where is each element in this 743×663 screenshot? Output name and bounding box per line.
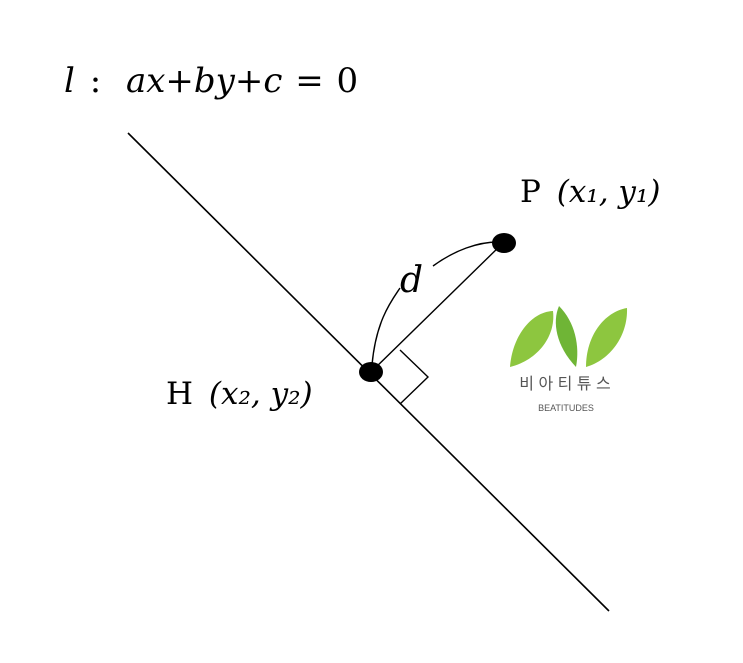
logo-korean-text: 비 아 티 튜 스	[519, 375, 610, 393]
point-h-coords: (x₂, y₂)	[209, 376, 313, 412]
leaf-middle	[555, 306, 578, 367]
point-p-dot	[492, 233, 516, 253]
line-separator: :	[90, 61, 101, 101]
point-h-dot	[359, 362, 383, 382]
logo-english-text: BEATITUDES	[538, 403, 594, 413]
leaf-icon	[510, 306, 628, 367]
point-p-coords: (x₁, y₁)	[557, 174, 661, 210]
perpendicular-segment	[370, 242, 504, 373]
line-lhs: ax+by+c	[126, 61, 282, 101]
point-h-name: H	[166, 376, 193, 412]
leaf-right	[586, 308, 628, 367]
line-equation-label: l : ax+by+c = 0	[64, 61, 358, 101]
line-rhs: 0	[337, 61, 359, 101]
point-h-label: H (x₂, y₂)	[166, 376, 313, 412]
point-p-label: P (x₁, y₁)	[520, 174, 660, 210]
right-angle-marker	[399, 349, 430, 405]
leaf-left	[510, 311, 554, 367]
distance-label: d	[400, 260, 423, 301]
beatitudes-logo: 비 아 티 튜 스 BEATITUDES	[510, 306, 628, 413]
distance-arc	[371, 287, 401, 366]
point-p-name: P	[520, 174, 541, 210]
line-equals: =	[295, 61, 324, 101]
line-name: l	[64, 61, 75, 101]
distance-arc-upper	[432, 241, 499, 267]
